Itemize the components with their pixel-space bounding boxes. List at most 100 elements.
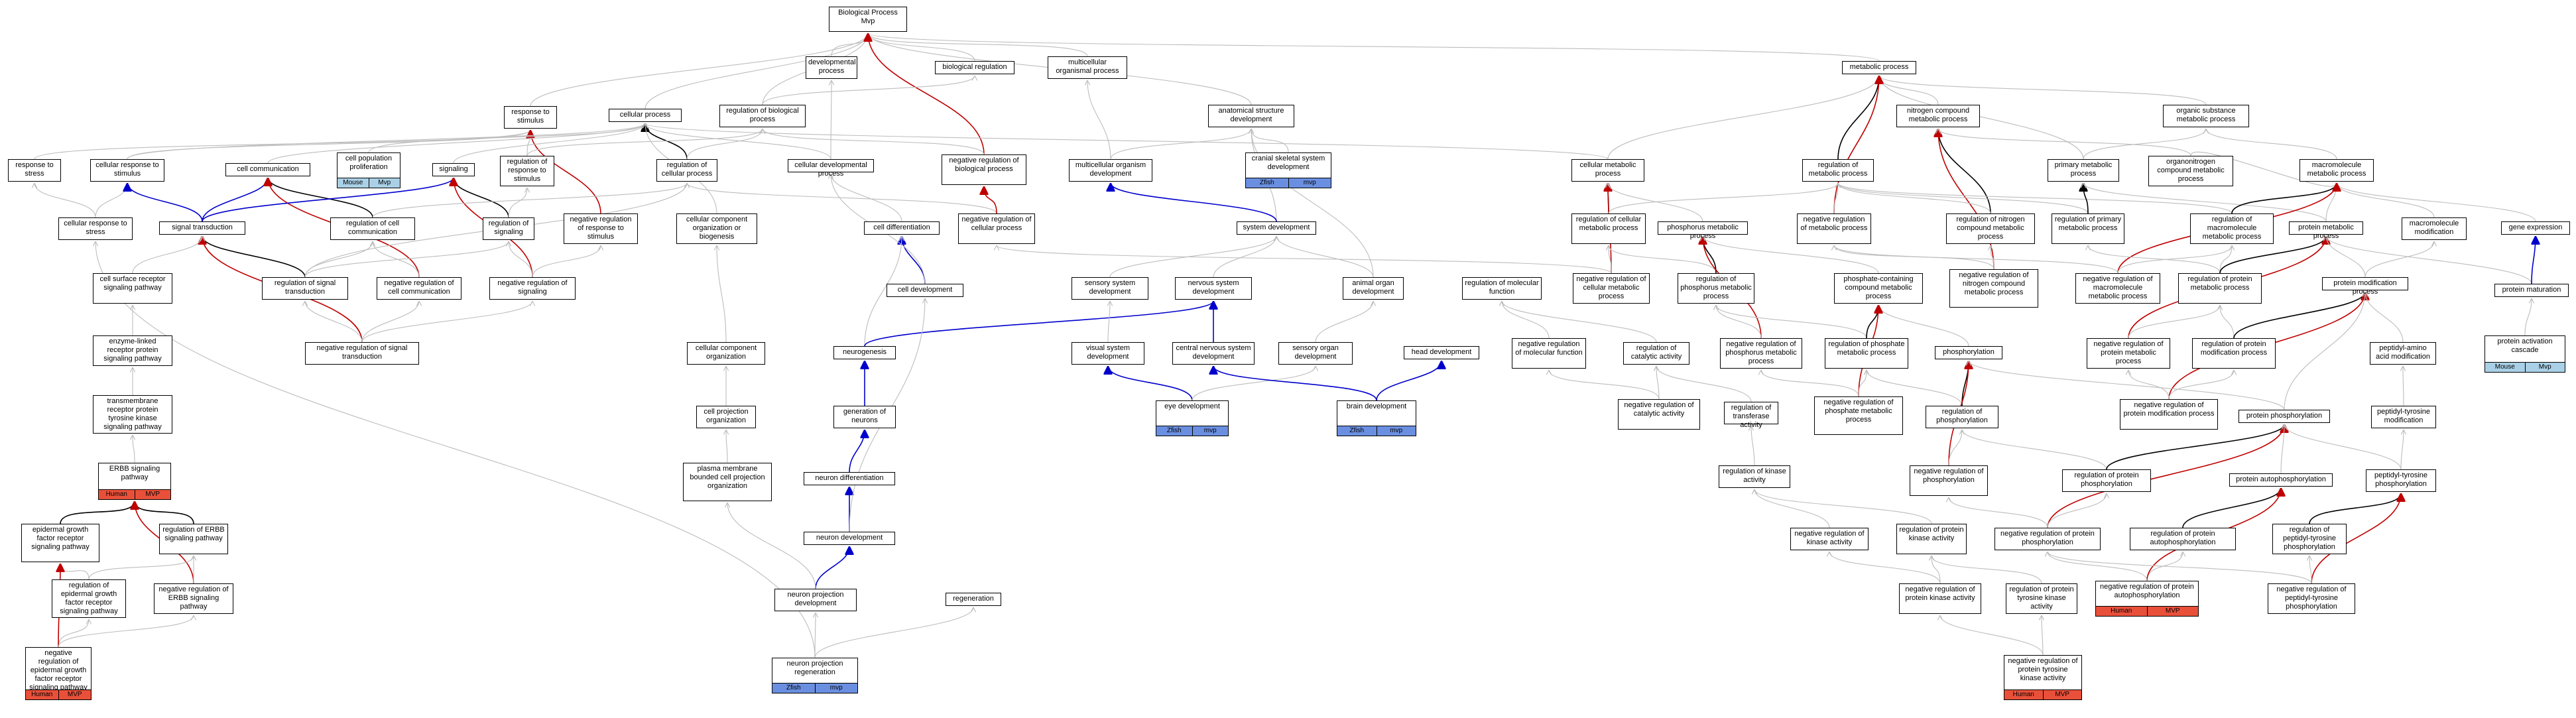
edge-negregprottyrkin-to-negregprotkinase	[1940, 615, 2044, 656]
node-label: negative regulation of ERBB signaling pa…	[158, 585, 229, 611]
node-label: regulation of cellular metabolic process	[1575, 215, 1642, 232]
node-transmem: transmembrane receptor protein tyrosine …	[93, 395, 172, 434]
edge-regcellproc-to-regbio	[686, 128, 763, 160]
node-label: anatomical structure development	[1218, 107, 1284, 123]
edge-negregcellcomm-to-regcellcomm	[373, 241, 420, 278]
edge-cellmet-to-cellproc	[645, 123, 1609, 160]
node-label: plasma membrane bounded cell projection …	[690, 465, 765, 490]
edge-primmet-to-orgsub	[2083, 128, 2206, 160]
node-regphosmet: regulation of phosphorus metabolic proce…	[1678, 273, 1754, 304]
node-label: protein phosphorylation	[2246, 412, 2323, 420]
edge-negregmacro-to-negregmet	[1834, 245, 2118, 274]
node-sensdev: sensory system development	[1072, 277, 1148, 300]
node-label: regulation of phosphorylation	[1936, 408, 1988, 424]
edge-nervdev-to-sysdev	[1213, 235, 1276, 278]
node-label: regulation of signaling	[488, 219, 529, 236]
node-label: regulation of protein kinase activity	[1899, 526, 1964, 542]
node-label: regulation of signal transduction	[274, 279, 336, 296]
edge-negregcellmet-to-negregcell	[997, 245, 1612, 274]
node-label: negative regulation of metabolic process	[1800, 215, 1868, 232]
node-label: negative regulation of signal transducti…	[316, 344, 408, 361]
edge-regsigtrans-to-regsig	[304, 241, 509, 278]
node-label: regulation of protein metabolic process	[2187, 275, 2252, 292]
node-label: Biological Process Mvp	[838, 9, 898, 25]
node-primmet: primary metabolic process	[2048, 159, 2119, 182]
node-anatdev: anatomical structure development	[1208, 105, 1294, 127]
node-label: developmental process	[808, 58, 856, 75]
node-label: regulation of nitrogen compound metaboli…	[1956, 215, 2025, 241]
node-protautophos: protein autophosphorylation	[2229, 473, 2333, 487]
node-label: transmembrane receptor protein tyrosine …	[103, 397, 162, 431]
node-celldiff: cell differentiation	[864, 221, 940, 235]
edge-negregprottyrkin-to-regprottyrkin	[2042, 615, 2043, 656]
node-label: brain development	[1346, 402, 1407, 410]
edge-regprotphos-to-protphos	[2106, 424, 2284, 470]
node-label: negative regulation of peptidyl-tyrosine…	[2276, 585, 2347, 611]
node-protphos: protein phosphorylation	[2239, 410, 2330, 423]
node-label: negative regulation of cellular metaboli…	[1576, 275, 1646, 300]
node-negregcellmet: negative regulation of cellular metaboli…	[1573, 273, 1650, 304]
node-label: generation of neurons	[843, 408, 887, 424]
node-label: cellular developmental process	[794, 161, 867, 178]
node-regcellcomm: regulation of cell communication	[330, 217, 415, 240]
node-regeneration: regeneration	[946, 593, 1001, 606]
node-label: regulation of kinase activity	[1723, 467, 1786, 484]
edge-cellrespstress-to-resp_stress	[34, 182, 96, 218]
edge-regresp-to-regbio	[526, 128, 763, 156]
edge-negregprotkinase-to-regprotkinase	[1932, 556, 1941, 584]
node-label: organonitrogen compound metabolic proces…	[2157, 158, 2225, 183]
node-regphosphatemet: regulation of phosphate metabolic proces…	[1825, 338, 1908, 369]
node-label: peptidyl-amino acid modification	[2376, 344, 2430, 361]
edge-neurdiff-to-genneur	[849, 430, 865, 473]
node-bp: Biological Process Mvp	[829, 7, 907, 32]
edge-regpeptyrphos-to-peptyrphos	[2309, 493, 2401, 524]
node-label: eye development	[1164, 402, 1220, 410]
node-regprotmet: regulation of protein metabolic process	[2178, 273, 2262, 304]
node-label: regulation of molecular function	[1465, 279, 1539, 296]
edge-negregprotphos-to-negregphosphorylation	[1949, 497, 2048, 528]
node-regcellproc: regulation of cellular process	[656, 159, 717, 182]
node-label: regulation of macromolecule metabolic pr…	[2202, 215, 2262, 241]
edge-negregmolfunc-to-regmolfunc	[1502, 300, 1550, 339]
node-metproc: metabolic process	[1842, 61, 1916, 74]
node-negregbio: negative regulation of biological proces…	[942, 154, 1026, 185]
edge-negregprotmod-to-regprotmod	[2168, 369, 2234, 400]
edge-protmat-to-protmet	[2326, 235, 2532, 284]
edge-negregsigtrans-to-negregsig	[361, 300, 532, 343]
edge-bioreg-to-bp	[868, 32, 975, 62]
edge-macromet-to-orgsub	[2206, 128, 2337, 160]
node-devproc: developmental process	[806, 56, 857, 79]
node-label: nitrogen compound metabolic process	[1906, 107, 1970, 123]
node-cellproj: cell projection organization	[696, 406, 756, 428]
node-label: head development	[1411, 348, 1472, 356]
edge-cellresp-to-cellproc	[127, 123, 645, 160]
edge-sensdev-to-sysdev	[1109, 235, 1276, 278]
node-cns: central nervous system development	[1172, 342, 1255, 365]
node-tag: mvp	[1192, 426, 1228, 436]
node-tag: Human	[2004, 690, 2043, 699]
edge-braindev-to-cns	[1213, 365, 1377, 401]
node-label: neuron projection development	[787, 591, 844, 607]
node-label: negative regulation of protein modificat…	[2123, 401, 2215, 418]
node-label: gene expression	[2508, 223, 2563, 231]
edge-negregsigtrans-to-negregcellcomm	[361, 300, 419, 343]
edge-regprimmet-to-regmet	[1838, 182, 2089, 214]
edge-regerbb-to-erbb	[135, 501, 194, 524]
node-peptyrphos: peptidyl-tyrosine phosphorylation	[2366, 469, 2436, 492]
node-label: regulation of protein modification proce…	[2200, 340, 2268, 357]
node-ccorg: cellular component organization	[687, 342, 765, 365]
node-negregsigtrans: negative regulation of signal transducti…	[305, 342, 419, 365]
node-label: macromolecule metabolic process	[2307, 161, 2366, 178]
edge-cellrespstress-to-cellresp	[95, 183, 127, 218]
edge-regmacro-to-regmet	[1838, 182, 2233, 214]
